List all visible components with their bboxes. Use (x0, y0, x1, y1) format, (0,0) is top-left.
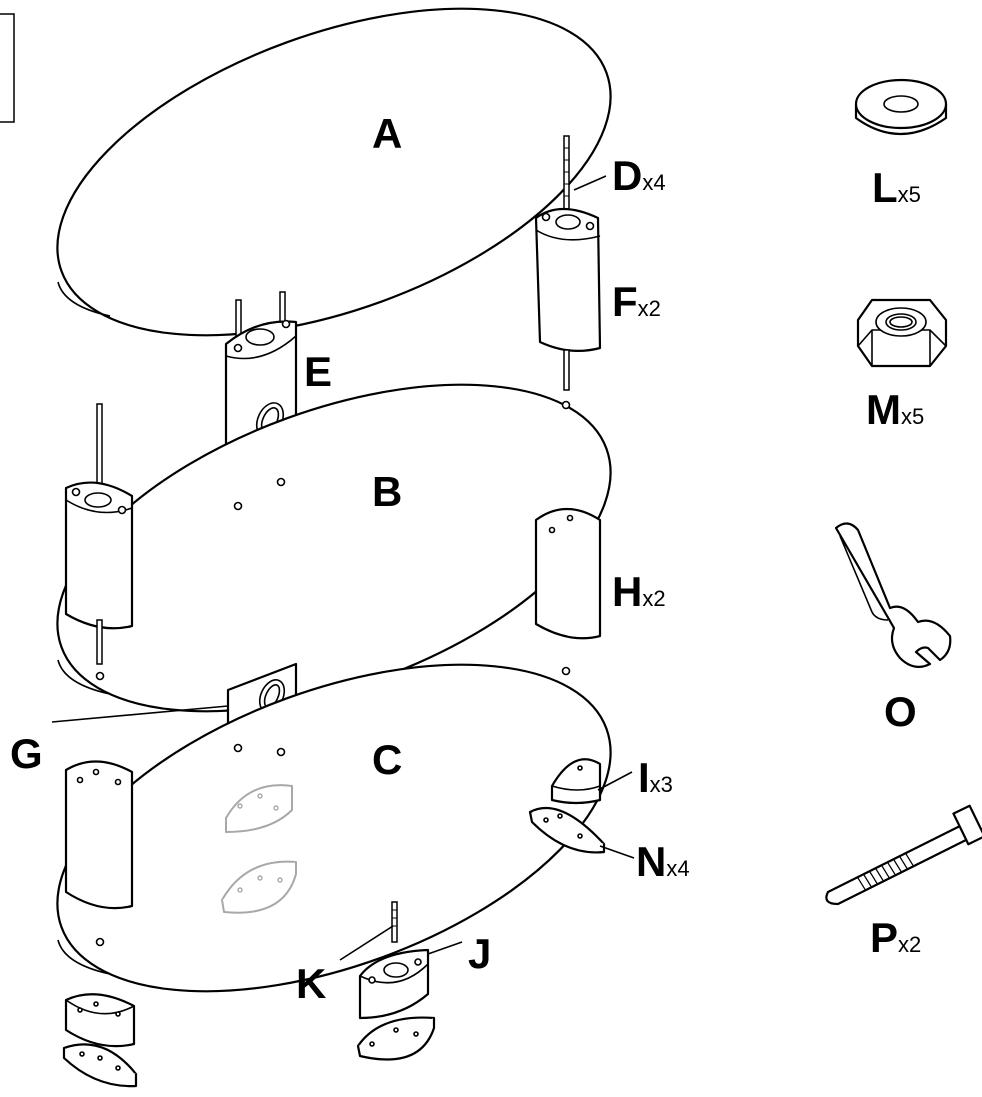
foot-left-i (64, 993, 136, 1048)
rod-f-bottom (563, 349, 570, 391)
label-p: Px2 (870, 914, 921, 961)
label-i: Ix3 (638, 754, 673, 801)
label-o: O (884, 688, 917, 735)
rod-k (391, 901, 398, 943)
rod-left-bottom (96, 619, 103, 665)
label-e: E (304, 348, 332, 395)
label-m: Mx5 (866, 386, 924, 433)
label-l: Lx5 (872, 164, 921, 211)
foot-i (550, 758, 602, 805)
washer-icon (854, 78, 948, 135)
label-f: Fx2 (612, 278, 661, 325)
label-g: G (10, 730, 43, 777)
shelf-c (56, 663, 612, 993)
label-h: Hx2 (612, 568, 666, 615)
spacer-left-b (64, 481, 134, 630)
spacer-left-c (64, 760, 134, 910)
cable-tie-icon (825, 804, 982, 906)
leader-lines (51, 175, 635, 961)
label-b: B (372, 468, 402, 515)
hex-nut-icon (856, 298, 948, 368)
rod-left (96, 403, 103, 495)
ghost-foot-n (221, 860, 297, 914)
foot-j (358, 948, 430, 1020)
label-d: Dx4 (612, 152, 666, 199)
ghost-foot-i (225, 784, 293, 833)
cable-tie-teeth (857, 853, 915, 892)
foot-n-j (356, 1016, 436, 1061)
wrench-icon (834, 522, 952, 669)
label-n: Nx4 (636, 838, 690, 885)
label-k: K (296, 960, 326, 1007)
foot-n (528, 807, 606, 854)
foot-left-n (62, 1043, 138, 1088)
label-j: J (468, 930, 491, 977)
shelf-a (56, 7, 612, 337)
label-a: A (372, 110, 402, 157)
spacer-f (534, 208, 602, 353)
label-c: C (372, 736, 402, 783)
page-edge-box (0, 13, 15, 123)
spacer-h (534, 508, 602, 640)
